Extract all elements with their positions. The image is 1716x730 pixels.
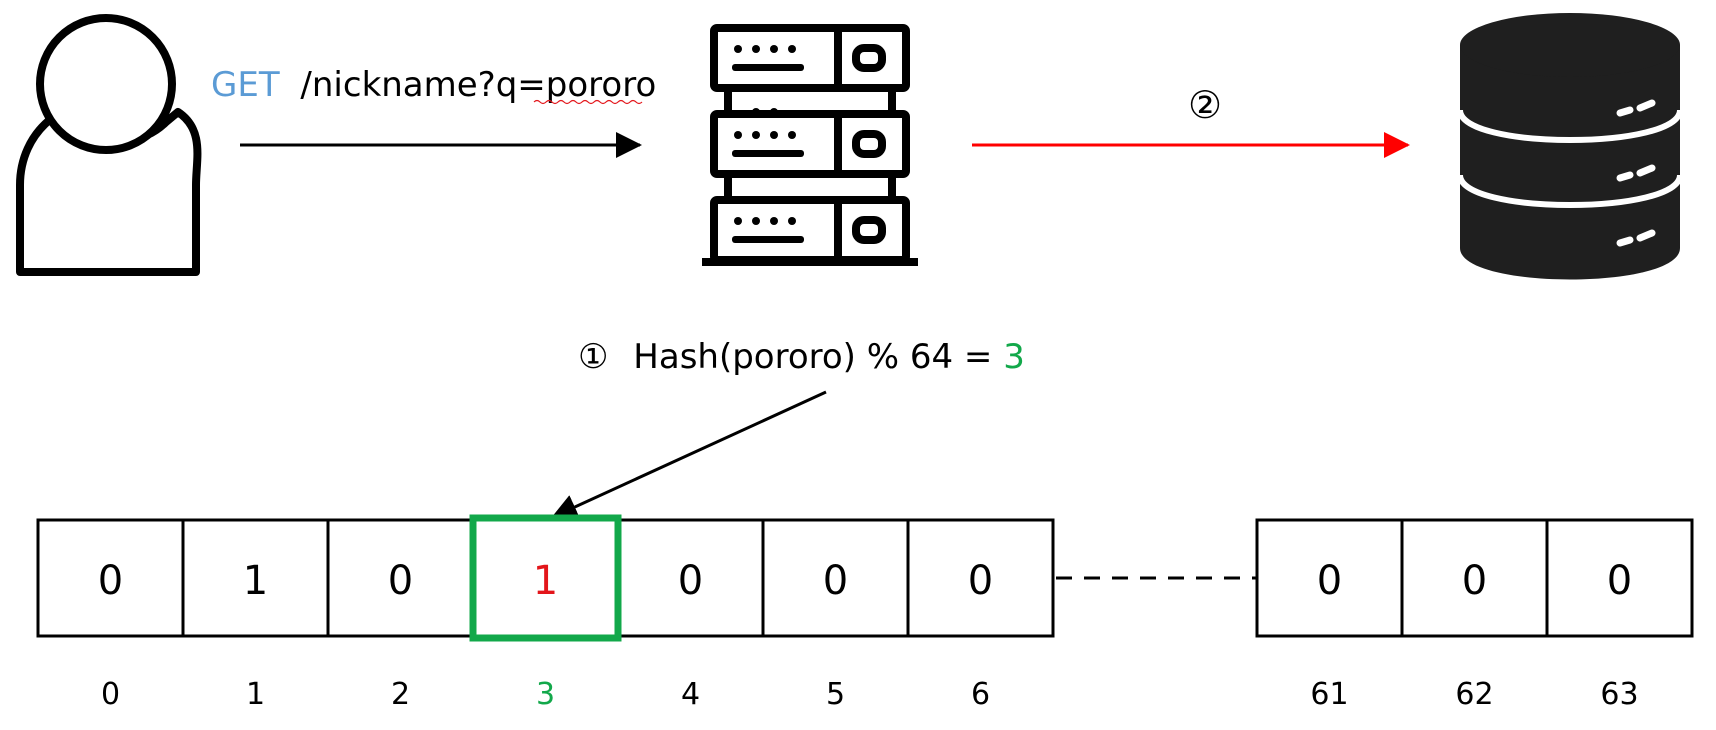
request-method: GET (211, 65, 280, 105)
bit-index-label: 5 (826, 677, 845, 712)
server-rack-icon (702, 24, 918, 266)
step1-result: 3 (1003, 337, 1025, 377)
step2-marker: ② (1188, 83, 1222, 127)
bit-cell (36, 518, 185, 638)
hash-arrow (551, 390, 827, 519)
bit-cell (761, 518, 910, 638)
step1-hash-label: ① Hash(pororo) % 64 = 3 (578, 337, 1025, 377)
bit-cell (471, 518, 620, 638)
bit-index-label: 3 (536, 677, 555, 712)
bit-index-label: 2 (391, 677, 410, 712)
step1-marker: ① (578, 337, 608, 377)
bit-index-label: 61 (1310, 677, 1348, 712)
bit-index-label: 1 (246, 677, 265, 712)
step1-text: Hash(pororo) % 64 = (633, 337, 1003, 377)
bit-index-label: 62 (1455, 677, 1493, 712)
bit-value-highlighted: 1 (533, 558, 558, 604)
bit-index-label: 6 (971, 677, 990, 712)
bit-array: 0 0 1 1 0 2 1 3 0 4 0 5 0 6 0 61 0 62 0 63 (36, 514, 1694, 712)
bit-value: 0 (1607, 558, 1632, 604)
spellcheck-squiggle (533, 99, 643, 105)
bit-index-label: 0 (101, 677, 120, 712)
server-indicator-lights (732, 45, 804, 243)
bit-value: 0 (823, 558, 848, 604)
bit-value: 1 (243, 558, 268, 604)
bit-value: 0 (678, 558, 703, 604)
request-path: /nickname?q=pororo (300, 65, 656, 105)
bit-cell (1545, 518, 1694, 638)
bit-cell (906, 518, 1055, 638)
bit-cell (616, 518, 765, 638)
user-icon (16, 14, 202, 276)
bit-value: 0 (1462, 558, 1487, 604)
bit-value: 0 (388, 558, 413, 604)
bit-index-label: 4 (681, 677, 700, 712)
database-icon (1457, 13, 1683, 280)
request-label: GET /nickname?q=pororo (211, 65, 656, 105)
highlight-border (469, 514, 622, 642)
bit-value: 0 (968, 558, 993, 604)
bit-value: 0 (1317, 558, 1342, 604)
bit-cell (181, 518, 330, 638)
bit-index-label: 63 (1600, 677, 1638, 712)
bit-cell (1400, 518, 1549, 638)
bit-value: 0 (98, 558, 123, 604)
